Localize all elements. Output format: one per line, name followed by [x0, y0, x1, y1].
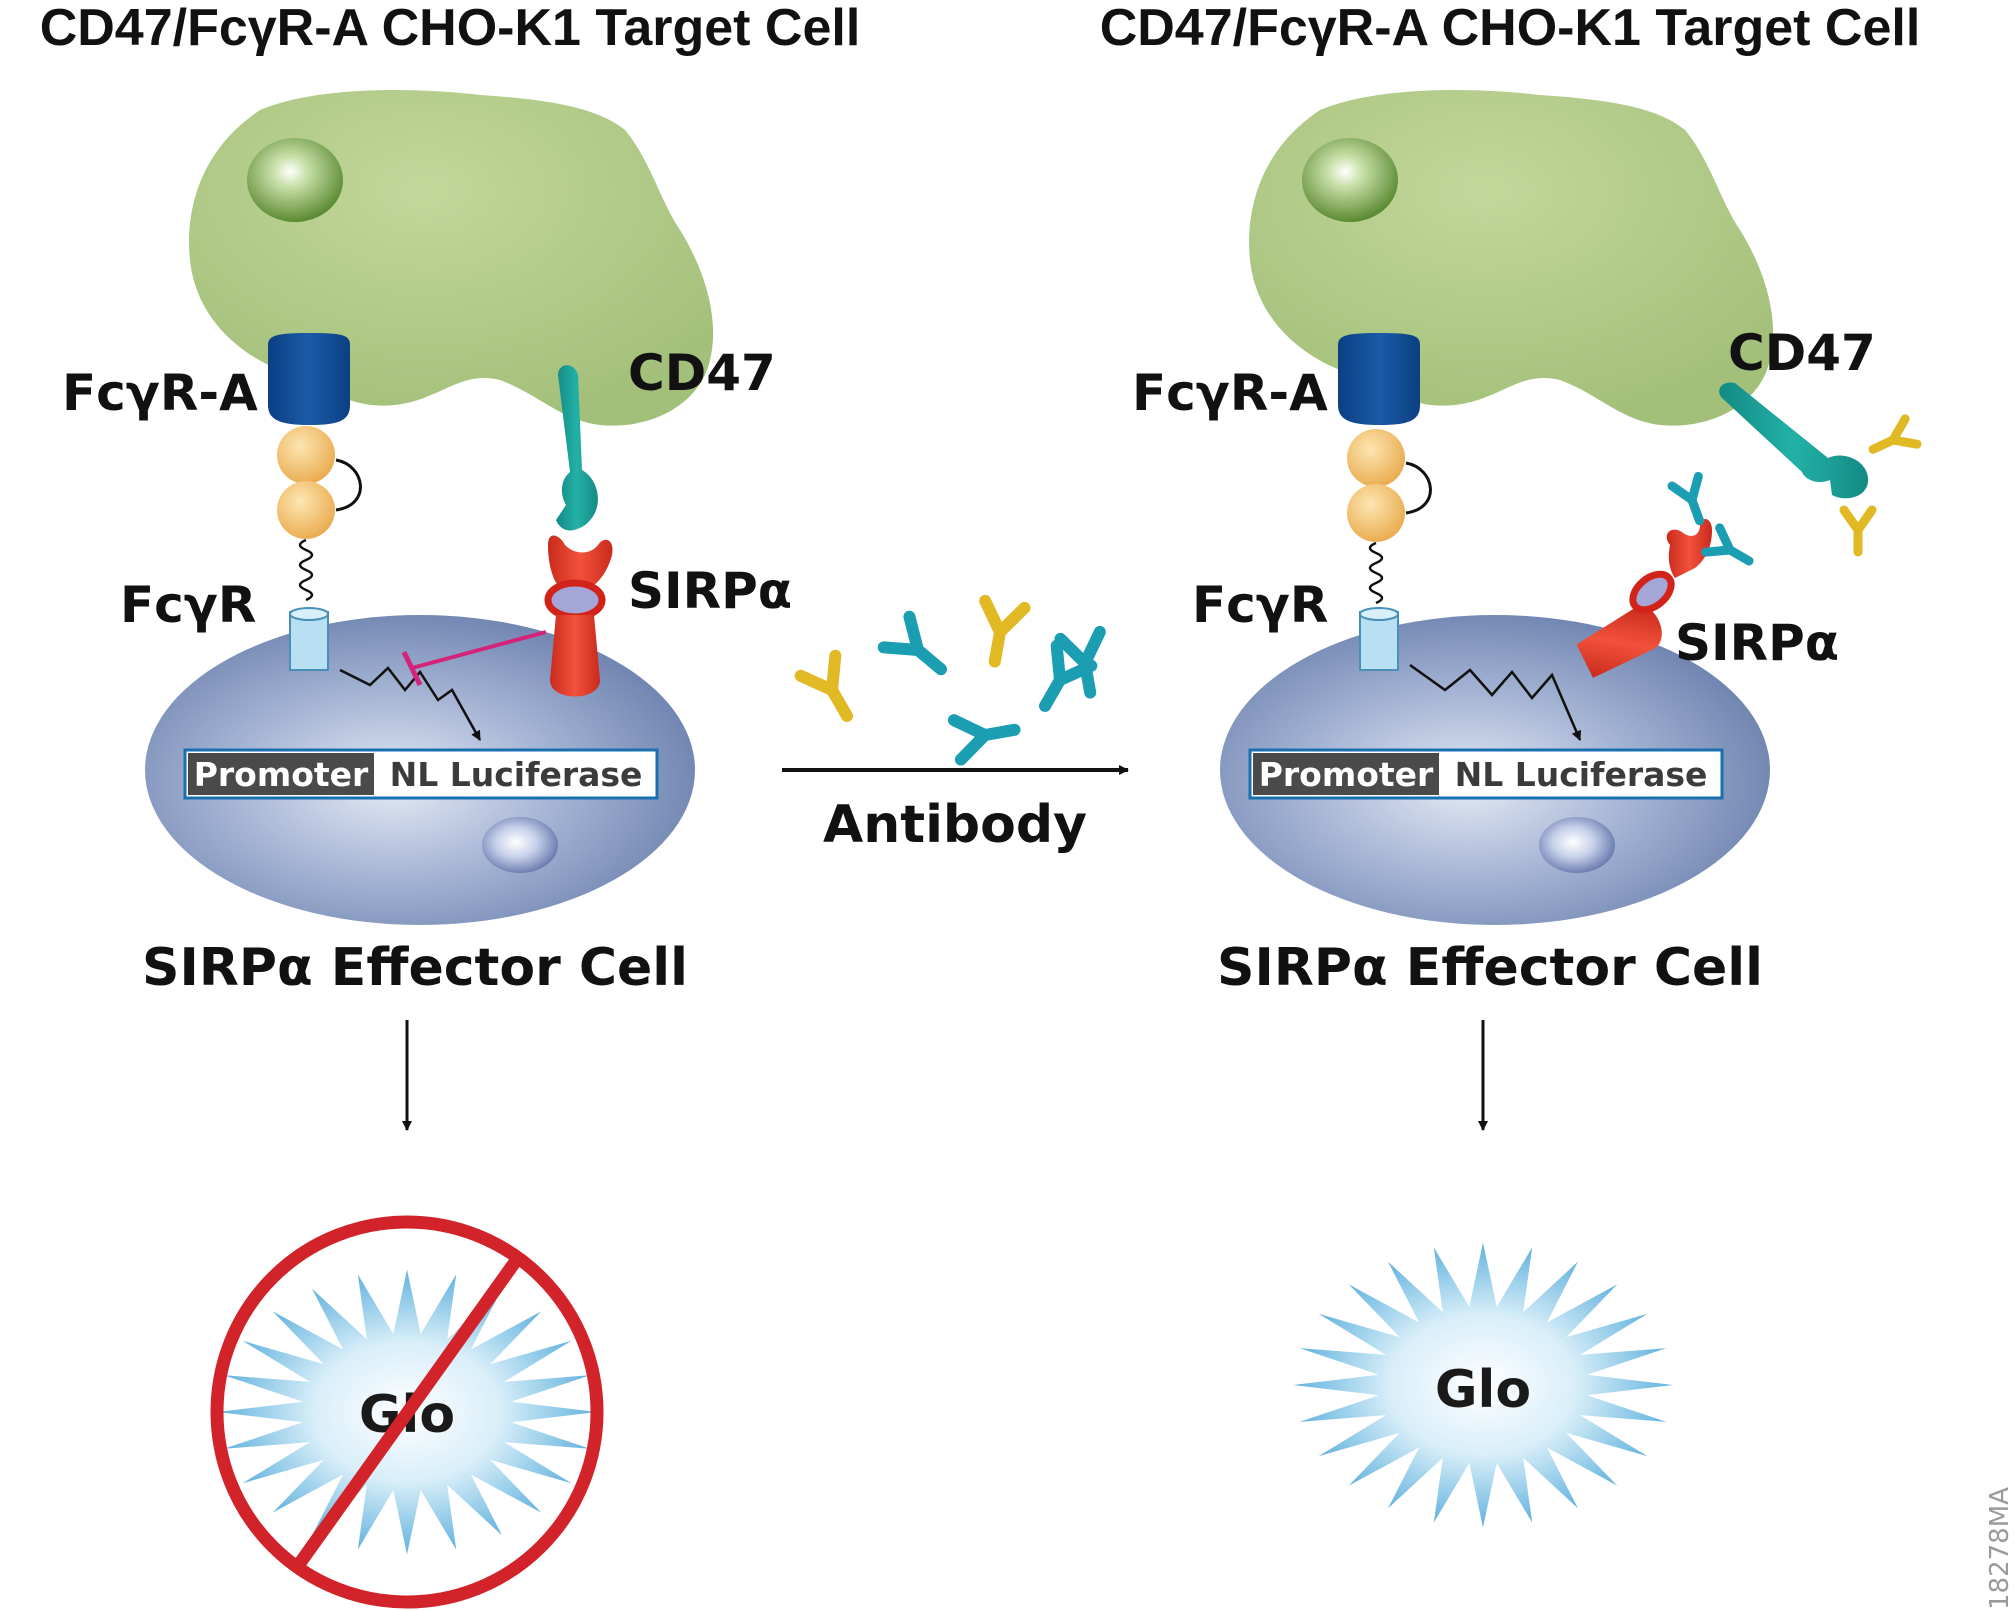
right-glo-burst: Glo — [1293, 1242, 1673, 1528]
left-inhibition-line — [411, 630, 547, 670]
antibody-icon — [975, 601, 1024, 665]
antibody-icon — [801, 656, 865, 726]
figure-id: 18278MA — [1985, 1487, 2015, 1610]
right-reporter-construct: Promoter NL Luciferase — [1248, 748, 1724, 800]
right-panel: CD47/FcγR-A CHO-K1 Target Cell Promoter … — [1100, 0, 1921, 1528]
left-panel: CD47/FcγR-A CHO-K1 Target Cell Promoter … — [40, 0, 861, 1609]
left-target-nucleus — [247, 138, 343, 222]
right-luciferase-label: NL Luciferase — [1455, 755, 1708, 794]
left-fcgr-a-label: FcγR-A — [62, 364, 258, 422]
left-target-cell-title: CD47/FcγR-A CHO-K1 Target Cell — [40, 0, 861, 57]
right-fcgr-a-receptor — [1338, 333, 1432, 671]
right-target-nucleus — [1302, 138, 1398, 222]
antibody-label: Antibody — [823, 795, 1087, 855]
left-cd47-label: CD47 — [628, 344, 776, 402]
right-signal-path — [1409, 663, 1582, 741]
right-promoter-label: Promoter — [1259, 755, 1434, 794]
antibody-icon — [1060, 632, 1109, 696]
right-sirpa — [1576, 518, 1712, 678]
left-fcgr-label: FcγR — [120, 576, 256, 634]
antibody-icon — [1706, 528, 1756, 573]
left-effector-caption: SIRPα Effector Cell — [142, 938, 688, 998]
antibody-icon — [1867, 419, 1917, 462]
antibody-icon — [884, 617, 954, 685]
right-glo-label: Glo — [1435, 1360, 1531, 1420]
right-fcgr-label: FcγR — [1192, 576, 1328, 634]
right-fcgr-a-label: FcγR-A — [1132, 364, 1328, 422]
right-effector-caption: SIRPα Effector Cell — [1217, 938, 1763, 998]
left-prohibition-sign — [210, 1215, 604, 1609]
left-luciferase-label: NL Luciferase — [390, 755, 643, 794]
right-sirpa-label: SIRPα — [1675, 614, 1839, 672]
antibody-addition: Antibody — [782, 601, 1129, 855]
left-fcgr-a-receptor — [268, 333, 362, 671]
left-reporter-construct: Promoter NL Luciferase — [183, 748, 659, 800]
right-target-cell-title: CD47/FcγR-A CHO-K1 Target Cell — [1100, 0, 1921, 57]
antibody-icon — [1844, 510, 1872, 552]
antibody-icon — [1672, 476, 1713, 525]
left-cd47 — [556, 365, 598, 531]
right-effector-nucleus — [1539, 817, 1615, 873]
antibody-icon — [954, 710, 1018, 759]
left-signal-path — [339, 666, 482, 741]
left-promoter-label: Promoter — [194, 755, 369, 794]
left-effector-nucleus — [482, 817, 558, 873]
right-cd47-label: CD47 — [1728, 324, 1876, 382]
left-sirpa-label: SIRPα — [628, 562, 792, 620]
left-sirpa — [544, 535, 613, 697]
left-inhibition-bar — [401, 650, 423, 687]
right-cd47 — [1719, 382, 1869, 499]
